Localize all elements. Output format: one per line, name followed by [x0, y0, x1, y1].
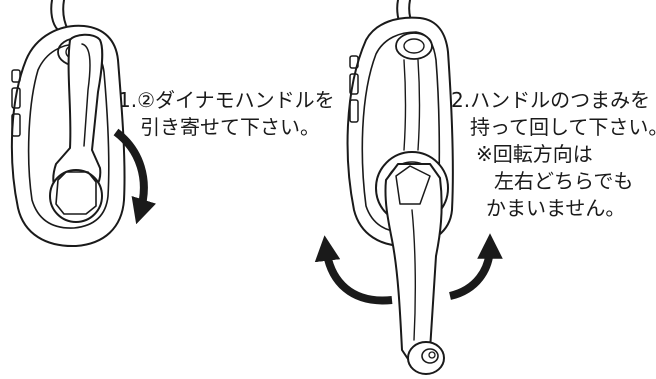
curved-arrow-left-icon [314, 235, 393, 305]
dynamo-radio-extended-handle-icon [346, 0, 454, 375]
step1-instruction-line1: 1.②ダイナモハンドルを [118, 88, 335, 112]
step1-instruction-line2: 引き寄せて下さい。 [140, 115, 320, 139]
rotation-note-line2: 左右どちらでも [494, 169, 634, 193]
dynamo-radio-folded-handle-icon [10, 0, 126, 248]
step2-instruction-line1: 2.ハンドルのつまみを [451, 88, 651, 112]
rotation-note-line1: ※回転方向は [476, 142, 593, 166]
curved-arrow-right-icon [448, 233, 503, 300]
rotation-note-line3: かまいません。 [486, 196, 626, 220]
step2-instruction-line2: 持って回して下さい。 [470, 115, 656, 139]
curved-arrow-clockwise-icon [113, 128, 157, 225]
